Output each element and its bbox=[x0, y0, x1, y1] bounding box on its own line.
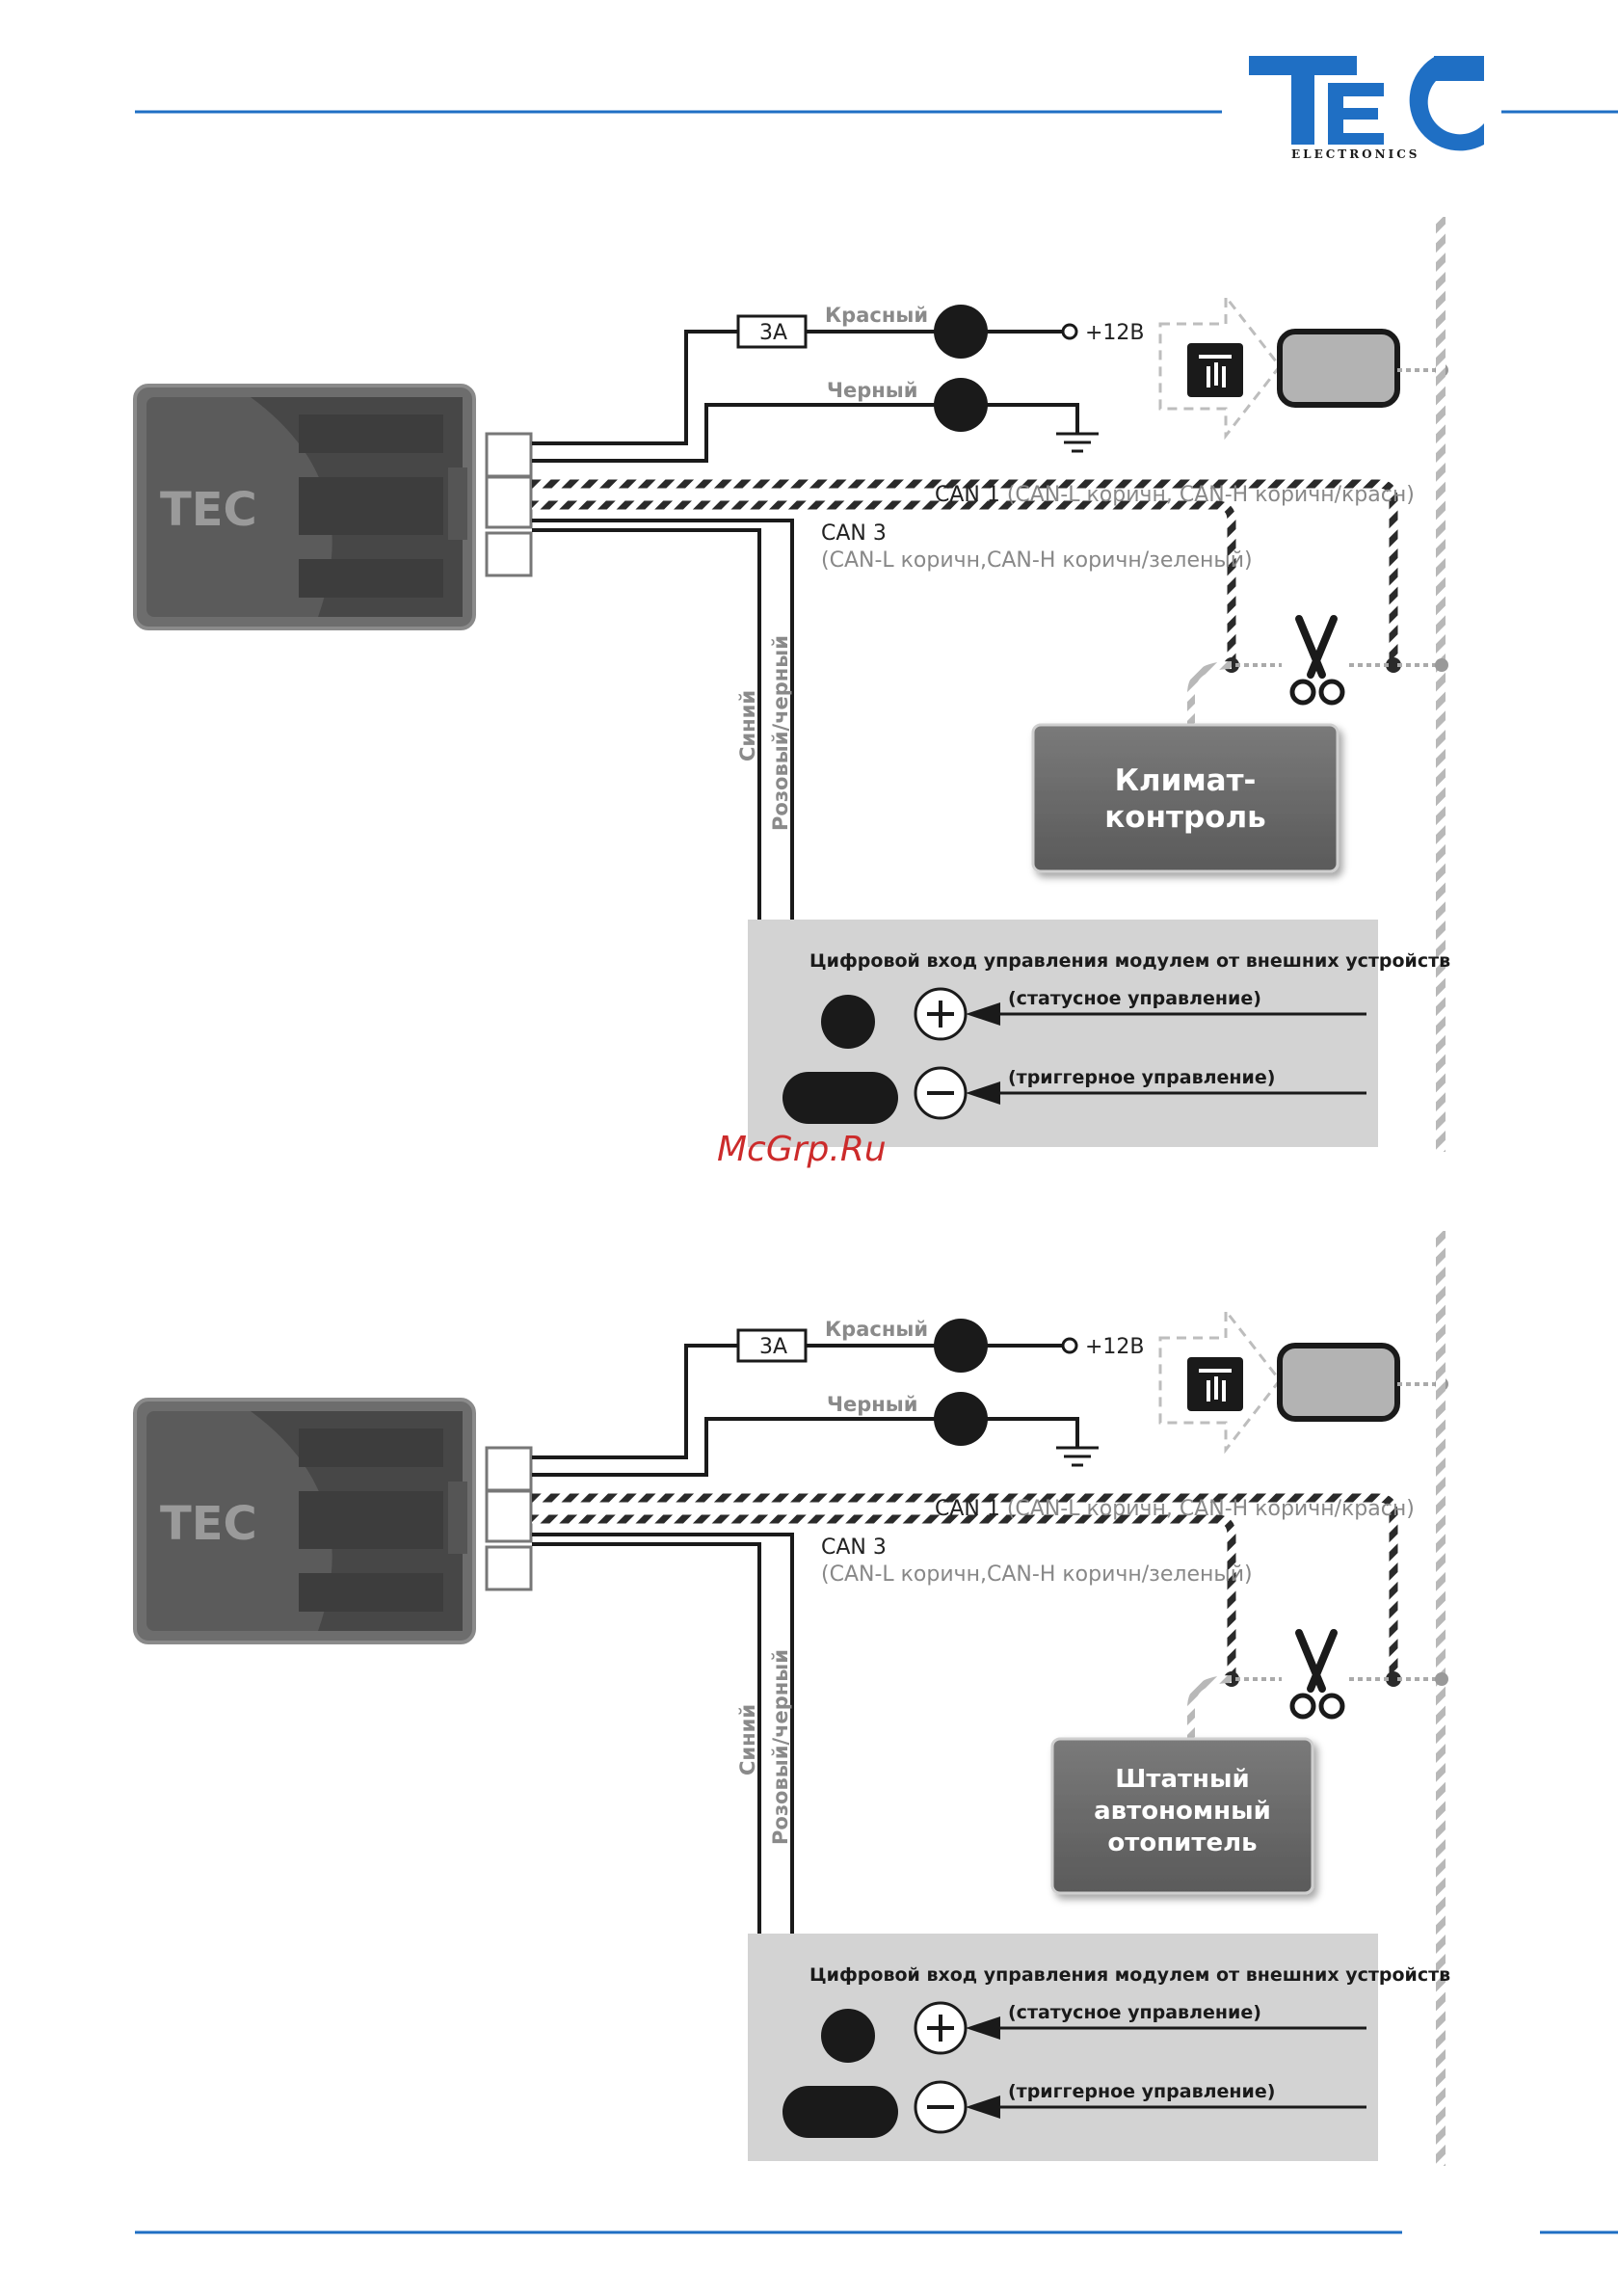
plus-icon bbox=[914, 987, 968, 1041]
fuse-label: 3A bbox=[759, 321, 787, 345]
status-label: (статусное управление) bbox=[1008, 988, 1261, 1009]
trigger-input-connector bbox=[782, 1072, 898, 1124]
scissors-icon bbox=[1289, 1629, 1345, 1720]
autonomous-heater-unit: Штатный автономный отопитель bbox=[1050, 1737, 1314, 1895]
black-wire-label: Черный bbox=[827, 379, 917, 402]
device-title-line: Штатный bbox=[1115, 1765, 1250, 1794]
module-logo: TEC bbox=[160, 1497, 257, 1551]
panel-title: Цифровой вход управления модулем от внеш… bbox=[809, 950, 1450, 972]
can1-junction bbox=[1386, 657, 1401, 673]
red-wire-label: Красный bbox=[825, 304, 928, 327]
red-wire bbox=[532, 1344, 1070, 1459]
tec-module: TEC bbox=[133, 1398, 476, 1644]
can3-name: CAN 3 bbox=[821, 1535, 887, 1560]
blue-wire-label: Синий bbox=[736, 690, 759, 761]
minus-icon bbox=[914, 1066, 968, 1120]
device-title-line: автономный bbox=[1094, 1797, 1271, 1826]
red-wire-label: Красный bbox=[825, 1318, 928, 1341]
black-wire-label: Черный bbox=[827, 1393, 917, 1416]
plus12-terminal bbox=[1061, 1337, 1078, 1354]
watermark: McGrp.Ru bbox=[717, 1130, 887, 1169]
can1-junction bbox=[1386, 1671, 1401, 1687]
status-input-connector bbox=[821, 995, 875, 1049]
black-wire bbox=[532, 1417, 1079, 1477]
trigger-label: (триггерное управление) bbox=[1008, 2081, 1275, 2102]
red-wire bbox=[532, 330, 1070, 445]
can3-detail: (CAN-L коричн,CAN-H коричн/зеленый) bbox=[821, 1562, 1253, 1587]
vehicle-can-bus bbox=[1436, 217, 1446, 1152]
red-wire-connector bbox=[934, 1319, 988, 1373]
fuse: 3A bbox=[736, 314, 808, 349]
heater-icon bbox=[1187, 343, 1243, 397]
heater-icon bbox=[1187, 1357, 1243, 1411]
can1-label: CAN 1 (CAN-L коричн, CAN-H коричн/красн) bbox=[935, 483, 1415, 507]
can1-twisted-pair bbox=[532, 1493, 1398, 1679]
tec-logo: ELECTRONICS bbox=[1249, 56, 1484, 161]
can3-detail: (CAN-L коричн,CAN-H коричн/зеленый) bbox=[821, 548, 1253, 573]
logo-subtitle: ELECTRONICS bbox=[1291, 147, 1419, 161]
ground-icon bbox=[1056, 1446, 1099, 1467]
plus12-label: +12В bbox=[1085, 1335, 1145, 1359]
ground-icon bbox=[1056, 432, 1099, 453]
minus-icon bbox=[914, 2080, 968, 2134]
device-title-line: Климат- bbox=[1115, 763, 1257, 798]
blue-wire-label: Синий bbox=[736, 1704, 759, 1775]
status-input-connector bbox=[821, 2009, 875, 2063]
pink-wire-label: Розовый/черный bbox=[769, 1649, 792, 1845]
status-label: (статусное управление) bbox=[1008, 2002, 1261, 2023]
car-display-unit bbox=[1277, 1343, 1400, 1422]
plus-icon bbox=[914, 2001, 968, 2055]
can3-twisted-pair bbox=[532, 500, 1236, 665]
scissors-icon bbox=[1289, 615, 1345, 706]
car-display-unit bbox=[1277, 329, 1400, 408]
fuse: 3A bbox=[736, 1328, 808, 1363]
can1-name: CAN 1 bbox=[935, 483, 1000, 507]
can1-detail: (CAN-L коричн, CAN-H коричн/красн) bbox=[1000, 1497, 1415, 1521]
can1-name: CAN 1 bbox=[935, 1497, 1000, 1521]
black-wire bbox=[532, 403, 1079, 463]
can1-twisted-pair bbox=[532, 479, 1398, 665]
module-connector bbox=[448, 1446, 533, 1591]
can3-name: CAN 3 bbox=[821, 521, 887, 546]
vehicle-can-bus bbox=[1436, 1231, 1446, 2166]
tec-module: TEC bbox=[133, 384, 476, 630]
red-wire-connector bbox=[934, 305, 988, 359]
device-title-line: отопитель bbox=[1107, 1829, 1257, 1857]
module-connector bbox=[448, 432, 533, 577]
plus12-label: +12В bbox=[1085, 321, 1145, 345]
panel-title: Цифровой вход управления модулем от внеш… bbox=[809, 1964, 1450, 1986]
climate-control-unit: Климат-контроль bbox=[1031, 723, 1339, 873]
pink-wire-label: Розовый/черный bbox=[769, 635, 792, 831]
black-wire-connector bbox=[934, 378, 988, 432]
digital-input-panel: Цифровой вход управления модулем от внеш… bbox=[748, 1934, 1450, 2161]
can1-detail: (CAN-L коричн, CAN-H коричн/красн) bbox=[1000, 483, 1415, 507]
device-title-line: контроль bbox=[1104, 800, 1266, 835]
trigger-input-connector bbox=[782, 2086, 898, 2138]
fuse-label: 3A bbox=[759, 1335, 787, 1359]
trigger-label: (триггерное управление) bbox=[1008, 1067, 1275, 1088]
digital-input-panel: Цифровой вход управления модулем от внеш… bbox=[748, 920, 1450, 1147]
can1-label: CAN 1 (CAN-L коричн, CAN-H коричн/красн) bbox=[935, 1497, 1415, 1521]
can3-twisted-pair bbox=[532, 1514, 1236, 1679]
black-wire-connector bbox=[934, 1392, 988, 1446]
plus12-terminal bbox=[1061, 323, 1078, 340]
module-logo: TEC bbox=[160, 483, 257, 537]
